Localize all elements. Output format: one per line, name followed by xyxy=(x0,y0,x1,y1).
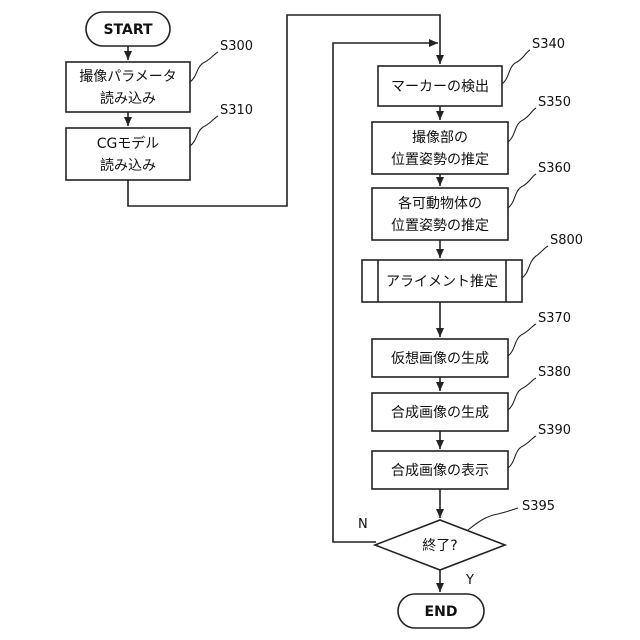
step-s300-line2: 読み込み xyxy=(100,90,156,107)
leader-s310 xyxy=(190,116,218,146)
step-s390-line1: 合成画像の表示 xyxy=(391,463,489,479)
leader-s300 xyxy=(190,52,218,82)
step-s310-line1: CGモデル xyxy=(97,135,160,152)
step-s380-id: S380 xyxy=(538,365,571,380)
step-s340: マーカーの検出 xyxy=(378,66,502,106)
step-s370-line1: 仮想画像の生成 xyxy=(391,351,489,367)
step-s390: 合成画像の表示 xyxy=(372,451,508,489)
step-s800-line1: アライメント推定 xyxy=(386,274,498,290)
leader-s390 xyxy=(508,436,536,468)
leader-s340 xyxy=(502,50,530,84)
leader-s800 xyxy=(522,246,548,278)
leader-s370 xyxy=(508,324,536,356)
step-s360-id: S360 xyxy=(538,161,571,176)
step-s390-id: S390 xyxy=(538,423,571,438)
step-s300-id: S300 xyxy=(220,39,253,54)
step-s300-line1: 撮像パラメータ xyxy=(79,68,177,85)
step-s360-line1: 各可動物体の xyxy=(398,196,482,212)
step-s350-line1: 撮像部の xyxy=(412,129,468,146)
step-s310-line2: 読み込み xyxy=(100,157,156,174)
branch-yes-label: Y xyxy=(465,573,474,588)
start-label: START xyxy=(103,22,153,38)
step-s370-id: S370 xyxy=(538,311,571,326)
step-s360-line2: 位置姿勢の推定 xyxy=(391,218,489,234)
step-s380-line1: 合成画像の生成 xyxy=(391,405,489,421)
end-label: END xyxy=(425,604,458,620)
leader-s350 xyxy=(508,108,536,142)
step-s800: アライメント推定 xyxy=(362,260,522,302)
step-s380: 合成画像の生成 xyxy=(372,393,508,431)
leader-s380 xyxy=(508,378,536,410)
decision-s395-label: 終了? xyxy=(422,538,457,554)
step-s350: 撮像部の 位置姿勢の推定 xyxy=(372,122,508,174)
step-s350-line2: 位置姿勢の推定 xyxy=(391,152,489,168)
end-terminal: END xyxy=(398,594,484,628)
step-s350-id: S350 xyxy=(538,95,571,110)
start-terminal: START xyxy=(86,12,170,46)
step-s310-id: S310 xyxy=(220,103,253,118)
step-s800-id: S800 xyxy=(550,233,583,248)
decision-s395: 終了? xyxy=(375,520,505,570)
leader-s360 xyxy=(508,174,536,208)
branch-no-label: N xyxy=(358,517,368,532)
step-s300: 撮像パラメータ 読み込み xyxy=(66,62,190,112)
step-s340-id: S340 xyxy=(532,37,565,52)
step-s310: CGモデル 読み込み xyxy=(66,128,190,180)
step-s395-id: S395 xyxy=(522,499,555,514)
step-s370: 仮想画像の生成 xyxy=(372,339,508,377)
leader-s395 xyxy=(468,508,518,530)
step-s360: 各可動物体の 位置姿勢の推定 xyxy=(372,188,508,240)
step-s340-line1: マーカーの検出 xyxy=(391,79,489,95)
